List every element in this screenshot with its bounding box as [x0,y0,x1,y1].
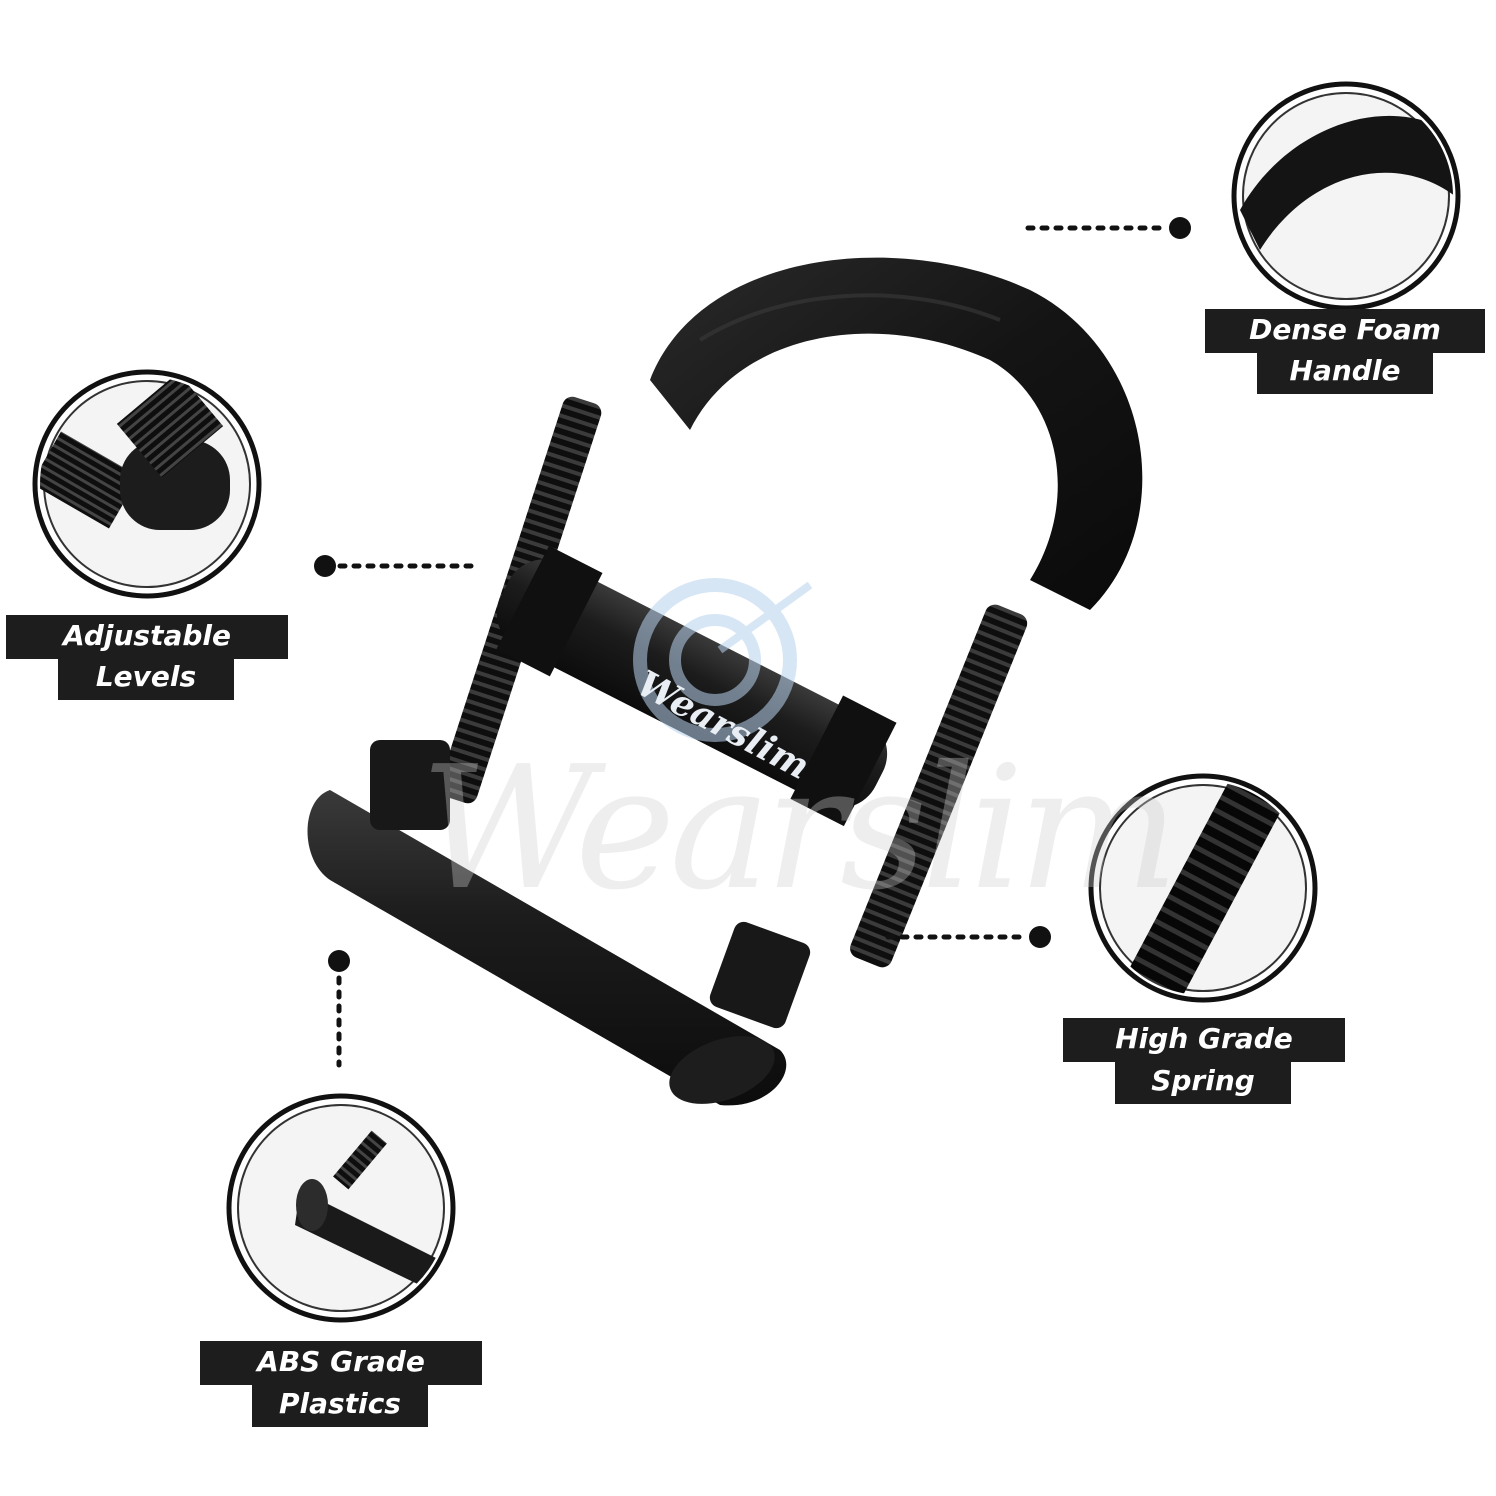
brand-logo-mark [633,578,813,742]
feature-label-line: Handle [1257,350,1433,394]
connector-dense-foam [1025,217,1191,239]
feature-label-line: Plastics [252,1383,428,1427]
feature-label-line: Dense Foam [1205,309,1485,353]
connector-abs [328,950,350,1068]
detail-circle-adjustable [32,369,262,599]
feature-label-line: Adjustable [6,615,288,659]
feature-label-line: Levels [58,656,234,700]
bottom-bar [307,740,811,1106]
feature-label-line: ABS Grade [200,1341,482,1385]
right-spring [850,604,1028,968]
foam-handle [650,257,1143,610]
connector-spring [885,926,1051,948]
detail-circle-abs [226,1093,456,1323]
feature-label-line: High Grade [1063,1018,1345,1062]
detail-circle-foam [1231,81,1461,311]
middle-grip [496,545,897,827]
feature-label-line: Spring [1115,1060,1291,1104]
detail-circle-spring [1088,773,1318,1003]
connector-adjustable [314,555,483,577]
brand-watermark: Wearslim [420,730,1179,928]
